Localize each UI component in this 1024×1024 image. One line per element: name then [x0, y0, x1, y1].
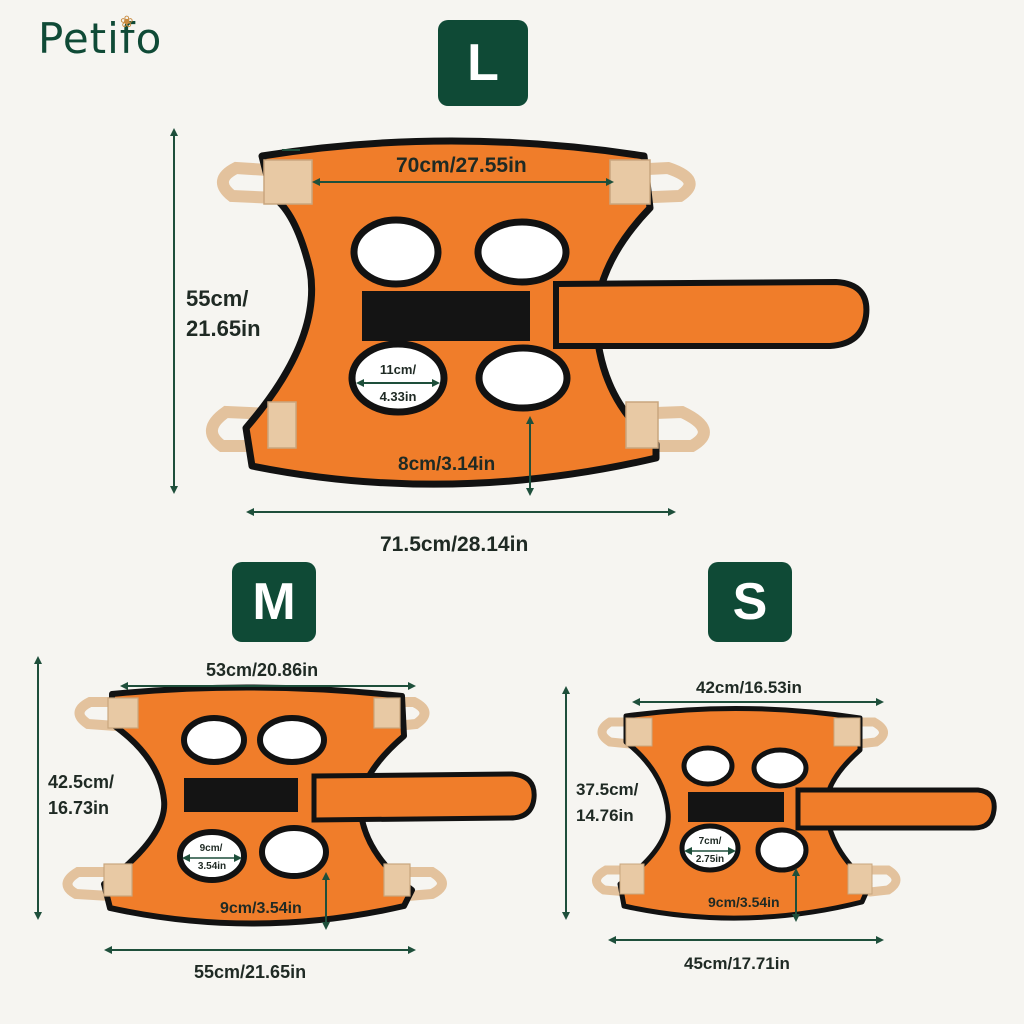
hole-size-s-line2: 2.75in	[696, 854, 724, 865]
s-height-line1: 37.5cm/	[576, 780, 639, 799]
dimension-arrows-small	[562, 686, 884, 944]
m-height-line2: 16.73in	[48, 798, 110, 818]
m-gap: 9cm/3.54in	[220, 900, 302, 917]
size-badge-m: M	[232, 562, 316, 642]
hole-size-s-line1: 7cm/	[699, 836, 722, 847]
m-bottom-width: 55cm/21.65in	[194, 962, 307, 982]
dimension-arrows-large	[170, 128, 676, 516]
s-bottom-width: 45cm/17.71in	[684, 954, 790, 973]
handle-loops-large	[206, 161, 710, 452]
leg-holes-small	[679, 745, 809, 873]
size-badge-s-label: S	[732, 573, 768, 631]
strap-tabs-medium	[103, 697, 411, 897]
l-bottom-width: 71.5cm/28.14in	[380, 533, 529, 556]
size-badge-l: L	[438, 20, 528, 106]
l-top-width: 70cm/27.55in	[396, 154, 527, 177]
harness-small: 7cm/ 2.75in	[592, 706, 997, 921]
l-height-line1: 55cm/	[186, 286, 249, 311]
harness-large: 11cm/ 4.33in	[206, 137, 870, 488]
harness-medium: 9cm/ 3.54in	[62, 684, 537, 927]
s-height-line2: 14.76in	[576, 806, 634, 825]
brand-name: Petifo	[38, 14, 163, 63]
hole-size-l-line1: 11cm/	[380, 362, 417, 377]
strap-tabs-small	[619, 717, 873, 895]
l-height-line2: 21.65in	[186, 316, 261, 341]
paw-icon: ❀	[120, 12, 135, 31]
m-height-line1: 42.5cm/	[48, 772, 115, 792]
size-badge-l-label: L	[467, 34, 499, 92]
hook-loop-pad-medium	[184, 778, 298, 812]
harness-strap-small	[795, 787, 997, 831]
hole-size-m-line1: 9cm/	[200, 843, 223, 854]
dimension-arrows-medium	[34, 656, 416, 954]
s-gap: 9cm/3.54in	[708, 894, 780, 910]
harness-strap-large	[553, 278, 870, 349]
hole-size-l-line2: 4.33in	[380, 389, 417, 404]
leg-holes-large	[348, 216, 571, 416]
handle-loops-small	[592, 717, 901, 897]
hole-size-m-line2: 3.54in	[198, 861, 226, 872]
m-top-width: 53cm/20.86in	[206, 660, 319, 680]
size-badge-s: S	[708, 562, 792, 642]
handle-loops-medium	[62, 697, 447, 901]
harness-strap-medium	[311, 771, 537, 823]
hook-loop-pad-large	[362, 291, 530, 341]
hook-loop-pad-small	[688, 792, 784, 822]
brand-logo: Petifo ❀	[38, 12, 163, 63]
strap-tabs-large	[263, 159, 659, 449]
size-badge-m-label: M	[252, 573, 296, 631]
s-top-width: 42cm/16.53in	[696, 678, 802, 697]
l-gap: 8cm/3.14in	[398, 454, 496, 475]
